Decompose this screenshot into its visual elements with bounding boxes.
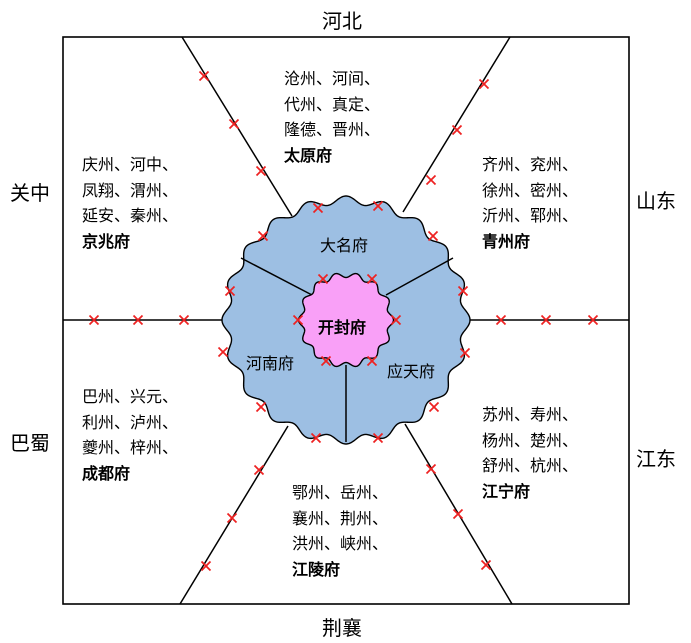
boundary-lines	[63, 36, 629, 605]
cross-marker	[253, 464, 265, 476]
ring-divider-e	[385, 257, 454, 296]
boundary-line-ne	[402, 36, 511, 213]
cross-marker	[255, 165, 267, 177]
region-upper-left: 庆州、河中、 凤翔、渭州、 延安、秦州、 京兆府	[82, 152, 178, 254]
region-line: 鄂州、岳州、	[292, 483, 389, 502]
region-line: 延安、秦州、	[82, 206, 179, 225]
cross-marker	[320, 355, 332, 367]
cross-marker	[457, 285, 469, 297]
cross-marker	[228, 118, 240, 130]
cross-marker	[390, 314, 402, 326]
ring-divider-w	[240, 257, 313, 296]
region-capital: 成都府	[82, 463, 131, 483]
region-top: 沧州、河间、 代州、真定、 隆德、晋州、 太原府	[284, 66, 380, 168]
cross-marker	[312, 202, 324, 214]
cross-marker	[540, 314, 552, 326]
inner-label-north: 大名府	[320, 236, 369, 255]
cross-marker	[257, 230, 269, 242]
cross-marker	[217, 346, 229, 358]
cross-marker	[317, 273, 329, 285]
region-line: 庆州、河中、	[82, 155, 179, 174]
cross-marker	[452, 508, 464, 520]
region-line: 徐州、密州、	[482, 180, 579, 200]
region-line: 凤翔、渭州、	[82, 180, 179, 200]
region-line: 沧州、河间、	[284, 69, 381, 88]
cross-marker	[310, 432, 322, 444]
region-line: 齐州、兖州、	[482, 155, 579, 174]
region-line: 舒州、杭州、	[482, 456, 579, 475]
cross-marker	[200, 560, 212, 572]
cross-marker	[292, 314, 304, 326]
cross-marker	[425, 463, 437, 475]
inner-label-west: 河南府	[246, 354, 295, 373]
region-capital: 江陵府	[292, 559, 341, 579]
region-lower-right: 苏州、寿州、 杨州、楚州、 舒州、杭州、 江宁府	[482, 402, 578, 504]
label-east-upper: 山东	[636, 189, 676, 213]
region-capital: 青州府	[482, 231, 531, 251]
region-line: 苏州、寿州、	[482, 405, 579, 424]
region-line: 代州、真定、	[284, 94, 381, 114]
cross-marker	[372, 432, 384, 444]
region-line: 杨州、楚州、	[482, 430, 579, 450]
region-line: 夔州、梓州、	[82, 438, 179, 457]
cross-marker	[88, 314, 100, 326]
region-line: 巴州、兴元、	[82, 387, 179, 406]
cross-marker	[132, 314, 144, 326]
region-bottom: 鄂州、岳州、 襄州、荆州、 洪州、峡州、 江陵府	[292, 480, 388, 582]
label-east-lower: 江东	[636, 447, 676, 471]
cross-marker	[366, 273, 378, 285]
cross-marker	[366, 355, 378, 367]
region-line: 襄州、荆州、	[292, 508, 389, 528]
region-line: 沂州、郓州、	[482, 206, 579, 225]
cross-marker	[425, 174, 437, 186]
region-line: 洪州、峡州、	[292, 534, 389, 553]
cross-marker	[587, 314, 599, 326]
label-west-lower: 巴蜀	[10, 431, 50, 455]
cross-marker	[372, 200, 384, 212]
cross-marker	[480, 559, 492, 571]
cross-marker	[178, 314, 190, 326]
region-capital: 太原府	[284, 145, 333, 165]
region-upper-right: 齐州、兖州、 徐州、密州、 沂州、郓州、 青州府	[482, 152, 578, 254]
inner-label-east: 应天府	[387, 362, 436, 381]
cross-marker	[495, 314, 507, 326]
label-south: 荆襄	[322, 616, 362, 640]
cross-marker	[255, 401, 267, 413]
region-lower-left: 巴州、兴元、 利州、泸州、 夔州、梓州、 成都府	[82, 384, 178, 486]
cross-markers	[88, 70, 599, 572]
label-north: 河北	[322, 9, 362, 33]
cross-marker	[427, 230, 439, 242]
cross-marker	[226, 512, 238, 524]
label-west-upper: 关中	[10, 181, 50, 205]
cross-marker	[451, 124, 463, 136]
inner-ring-dividers	[240, 257, 454, 442]
region-capital: 京兆府	[82, 231, 131, 251]
cross-marker	[198, 70, 210, 82]
cross-marker	[224, 285, 236, 297]
cross-marker	[478, 78, 490, 90]
region-line: 利州、泸州、	[82, 412, 179, 432]
cross-marker	[459, 347, 471, 359]
region-line: 隆德、晋州、	[284, 120, 381, 139]
cross-marker	[428, 401, 440, 413]
center-label: 开封府	[318, 318, 367, 337]
region-capital: 江宁府	[482, 481, 531, 501]
